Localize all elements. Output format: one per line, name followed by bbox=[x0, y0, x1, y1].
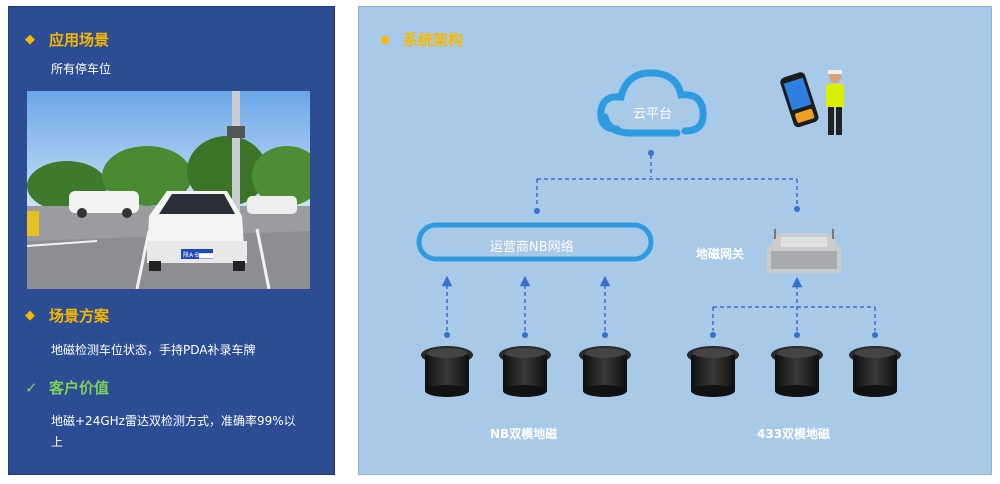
value-text-line1: 地磁+24GHz雷达双检测方式，准确率99%以 bbox=[51, 414, 296, 428]
bullet-icon bbox=[381, 35, 389, 44]
architecture-header: 系统架构 bbox=[381, 29, 463, 50]
architecture-title: 系统架构 bbox=[403, 31, 464, 49]
nb-sensor-links bbox=[441, 275, 611, 338]
plan-title: 场景方案 bbox=[49, 307, 110, 325]
cloud-icon bbox=[597, 69, 707, 137]
architecture-panel: 系统架构 bbox=[358, 6, 992, 475]
value-text-line2: 上 bbox=[51, 435, 64, 449]
sensor-433-label: 433双模地磁 bbox=[757, 427, 831, 441]
scene-text: 所有停车位 bbox=[51, 62, 112, 76]
value-title: 客户价值 bbox=[49, 379, 110, 397]
plan-header: ◆ 场景方案 bbox=[25, 305, 109, 326]
parking-photo: 陕A·B▆▆▆ bbox=[27, 91, 310, 289]
plan-text: 地磁检测车位状态，手持PDA补录车牌 bbox=[51, 343, 256, 357]
scene-title: 应用场景 bbox=[49, 31, 110, 49]
cloud-platform-label: 云平台 bbox=[633, 107, 673, 122]
diamond-icon: ◆ bbox=[25, 32, 35, 47]
sensor-433-links bbox=[710, 276, 878, 338]
check-icon: ✓ bbox=[25, 378, 38, 397]
application-panel: ◆ 应用场景 所有停车位 bbox=[8, 6, 335, 475]
gateway-device-icon bbox=[767, 229, 841, 273]
geomagnetic-sensor-icon bbox=[421, 346, 901, 397]
license-plate: 陕A·B▆▆▆ bbox=[183, 251, 213, 259]
nb-network-label: 运营商NB网络 bbox=[490, 240, 574, 255]
architecture-diagram bbox=[416, 69, 901, 397]
diamond-icon: ◆ bbox=[25, 308, 35, 323]
traffic-officer-icon bbox=[826, 70, 844, 135]
value-header: ✓ 客户价值 bbox=[25, 377, 109, 398]
gateway-label: 地磁网关 bbox=[696, 247, 745, 261]
nb-sensor-label: NB双模地磁 bbox=[490, 427, 558, 441]
scene-header: ◆ 应用场景 bbox=[25, 29, 109, 50]
pda-device-icon bbox=[780, 72, 819, 128]
nb-network-frame bbox=[416, 222, 654, 262]
